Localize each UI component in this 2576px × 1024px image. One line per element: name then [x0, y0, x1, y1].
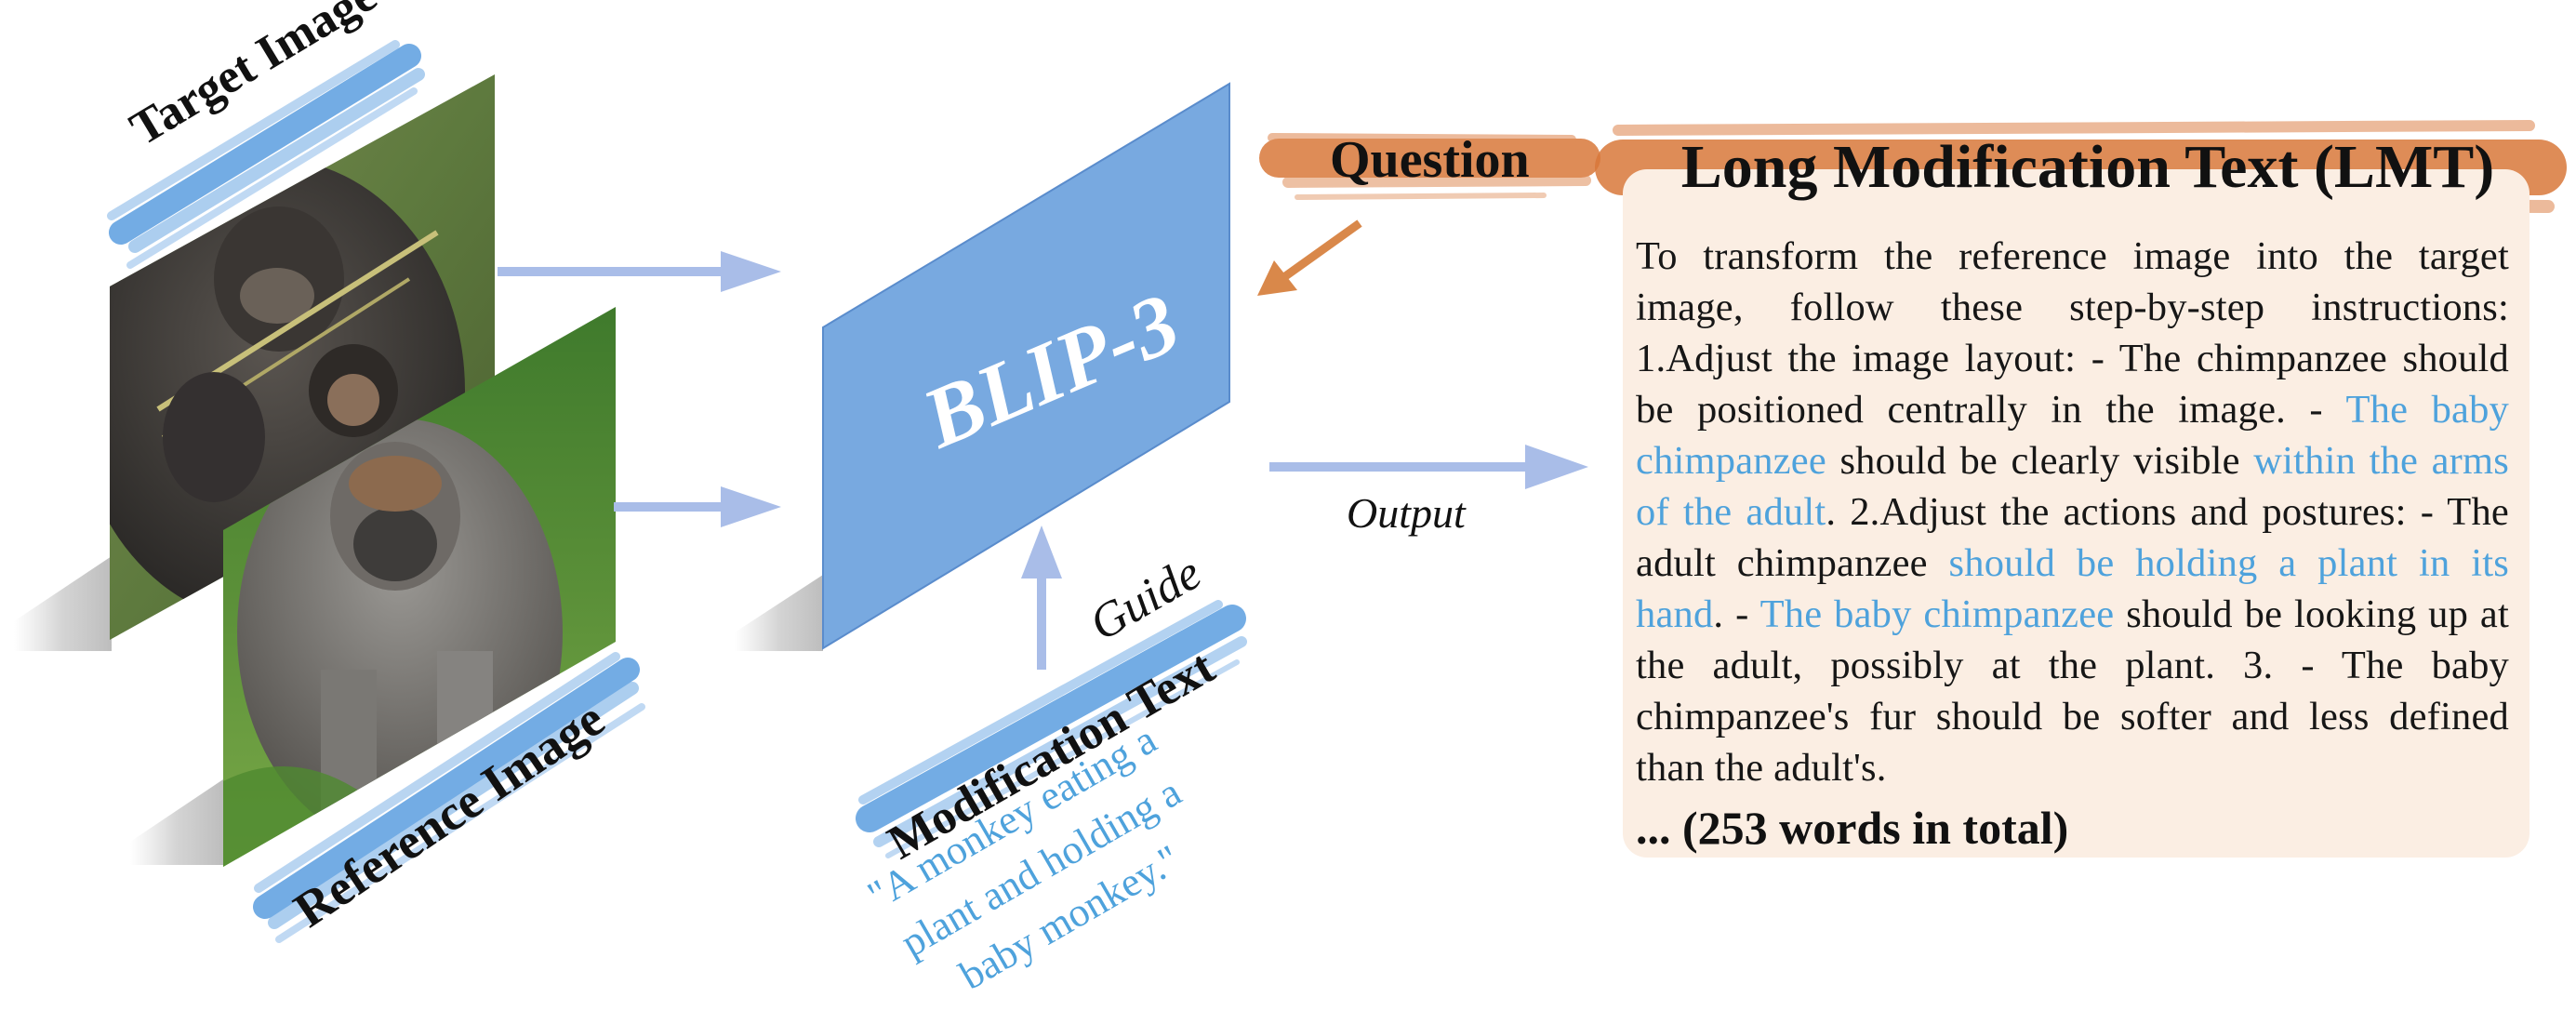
- diagram: Target Image Reference Image BLIP-3 Ques…: [14, 0, 2567, 999]
- output-arrow: [1269, 445, 1588, 489]
- guide-arrow: [1021, 525, 1062, 670]
- target-brush: [107, 40, 425, 269]
- question-arrow: [1257, 219, 1362, 296]
- question-brush: [1259, 133, 1600, 200]
- lmt-segment: . 2.Adjust the actions and postures: - T…: [1636, 490, 2509, 585]
- reference-image-shadow: [130, 779, 223, 865]
- lmt-segment: should be clearly visible: [1826, 439, 2254, 483]
- lmt-highlight: should be holding a plant in its hand: [1636, 541, 2509, 636]
- lmt-title: Long Modification Text (LMT): [1680, 133, 2495, 201]
- lmt-panel: To transform the reference image into th…: [1623, 169, 2530, 858]
- model-box-shadow: [735, 575, 823, 651]
- input-arrows: [498, 251, 781, 527]
- output-label: Output: [1347, 489, 1466, 537]
- lmt-segment: To transform the reference image into th…: [1636, 234, 2509, 432]
- question-label: Question: [1330, 131, 1530, 189]
- target-image-shadow: [14, 556, 112, 651]
- lmt-highlight: The baby chimpanzee: [1636, 388, 2509, 483]
- modification-brush: [856, 600, 1247, 858]
- diagram-graphics: [14, 40, 2567, 943]
- lmt-word-count: ... (253 words in total): [1636, 802, 2069, 854]
- lmt-segment: . -: [1713, 592, 1760, 636]
- model-box: [822, 82, 1230, 650]
- lmt-segment: should be looking up at the adult, possi…: [1636, 592, 2509, 790]
- lmt-highlight: within the arms of the adult: [1636, 439, 2510, 534]
- lmt-highlight: The baby chimpanzee: [1759, 592, 2115, 636]
- lmt-body: To transform the reference image into th…: [1636, 231, 2509, 793]
- reference-brush: [253, 652, 645, 943]
